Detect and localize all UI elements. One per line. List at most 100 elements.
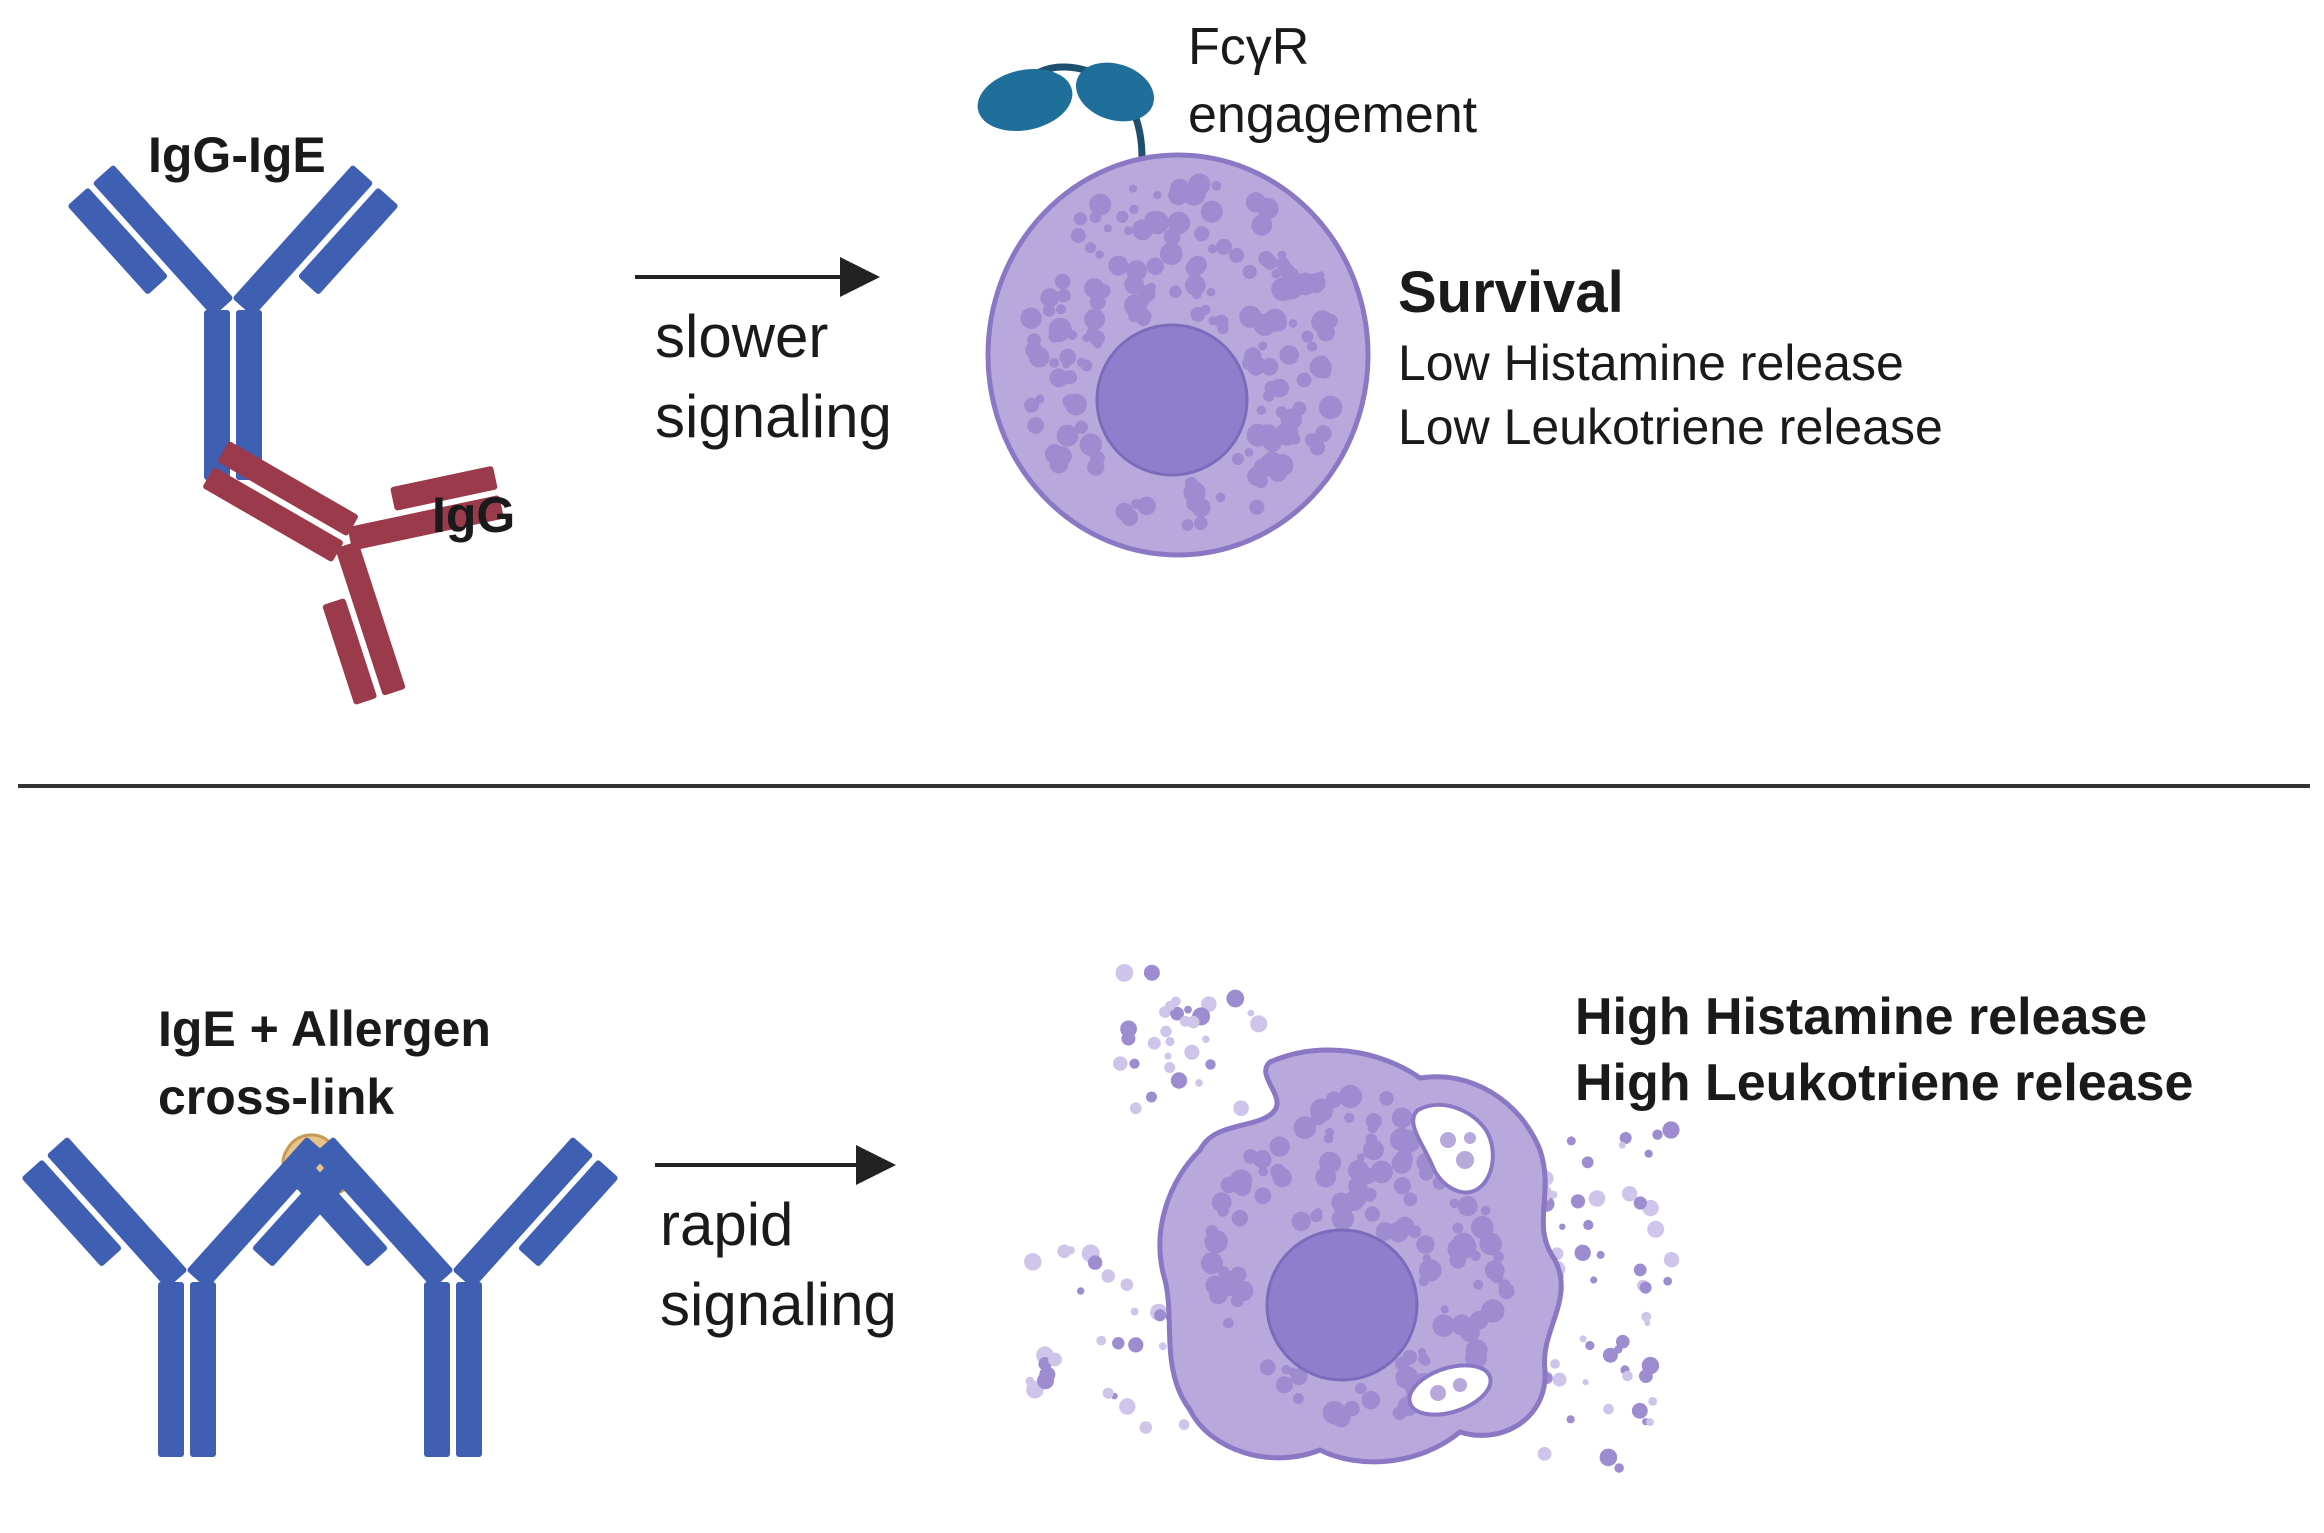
granule bbox=[1307, 341, 1318, 352]
released-granule bbox=[1128, 1337, 1144, 1353]
low-histamine-text: Low Histamine release bbox=[1398, 335, 1904, 391]
granule bbox=[1188, 173, 1211, 196]
granule bbox=[1095, 250, 1104, 259]
released-granule bbox=[1170, 1072, 1188, 1089]
granule bbox=[1207, 244, 1218, 254]
released-granule bbox=[1537, 1447, 1552, 1461]
granule bbox=[1042, 304, 1056, 317]
granule bbox=[1480, 1205, 1491, 1216]
granule bbox=[1132, 219, 1153, 241]
granule bbox=[1258, 1166, 1269, 1177]
granule bbox=[1403, 1192, 1418, 1207]
granule bbox=[1379, 1091, 1394, 1106]
released-granule bbox=[1647, 1220, 1665, 1238]
rapid-signaling-label: signaling bbox=[660, 1271, 897, 1338]
granule bbox=[1085, 242, 1097, 254]
granule bbox=[1218, 1266, 1230, 1278]
released-granule bbox=[1160, 1025, 1172, 1038]
granule bbox=[1231, 1209, 1249, 1227]
granule bbox=[1418, 1353, 1430, 1365]
released-granule bbox=[1250, 1015, 1268, 1033]
granule bbox=[1318, 395, 1343, 420]
released-granule bbox=[1646, 1418, 1654, 1427]
released-granule bbox=[1622, 1370, 1633, 1382]
released-granule bbox=[1037, 1372, 1054, 1390]
released-granule bbox=[1226, 989, 1245, 1008]
granule bbox=[1451, 1232, 1475, 1256]
vacuole bbox=[1411, 1102, 1495, 1195]
granule bbox=[1289, 434, 1301, 445]
granule bbox=[1124, 226, 1133, 235]
fcgr-label: FcγR bbox=[1188, 18, 1309, 76]
granule bbox=[1074, 420, 1088, 434]
released-granule bbox=[1066, 1246, 1075, 1255]
released-granule bbox=[1566, 1136, 1576, 1146]
high-histamine-text: High Histamine release bbox=[1575, 988, 2147, 1046]
granule bbox=[1206, 287, 1216, 297]
granule bbox=[1271, 269, 1281, 279]
granule bbox=[1027, 333, 1041, 348]
granule bbox=[1356, 1153, 1366, 1162]
released-granule bbox=[1559, 1223, 1566, 1230]
released-granule bbox=[1552, 1372, 1567, 1387]
granule bbox=[1268, 463, 1288, 482]
high-leukotriene-text: High Leukotriene release bbox=[1575, 1054, 2193, 1112]
released-granule bbox=[1570, 1194, 1586, 1209]
released-granule bbox=[1641, 1356, 1660, 1375]
granule bbox=[1259, 1359, 1276, 1376]
granule bbox=[1347, 1159, 1369, 1181]
granule bbox=[1391, 1107, 1413, 1129]
granule bbox=[1490, 1270, 1504, 1284]
granule bbox=[1057, 288, 1071, 303]
released-granule bbox=[1129, 1102, 1142, 1115]
granule bbox=[1054, 273, 1071, 290]
granule bbox=[1191, 289, 1202, 300]
granule bbox=[1126, 260, 1147, 281]
granule bbox=[1449, 1198, 1460, 1209]
released-granule bbox=[1616, 1334, 1630, 1349]
granule bbox=[1364, 1206, 1381, 1222]
granule bbox=[1049, 358, 1060, 368]
granule bbox=[1310, 1210, 1323, 1223]
granule bbox=[1040, 288, 1060, 308]
released-granule bbox=[1633, 1196, 1647, 1210]
granule bbox=[1311, 310, 1334, 334]
released-granule bbox=[1579, 1335, 1587, 1343]
released-granule bbox=[1631, 1402, 1648, 1419]
released-granule bbox=[1599, 1448, 1618, 1467]
granule bbox=[1316, 271, 1325, 280]
nucleus bbox=[1095, 323, 1249, 477]
granule bbox=[1020, 307, 1042, 329]
released-granule bbox=[1087, 1255, 1103, 1270]
granule bbox=[1164, 230, 1177, 243]
granule bbox=[1137, 496, 1156, 516]
released-granule bbox=[1154, 1309, 1167, 1322]
released-granule bbox=[1205, 1059, 1216, 1070]
granule bbox=[1025, 341, 1043, 359]
granule bbox=[1059, 348, 1077, 366]
released-granule bbox=[1158, 1342, 1167, 1351]
granule bbox=[1361, 1390, 1381, 1410]
released-granule bbox=[1582, 1379, 1589, 1386]
granule bbox=[1419, 1259, 1442, 1282]
granule bbox=[1314, 425, 1332, 443]
granule bbox=[1291, 1211, 1311, 1232]
granule bbox=[1290, 1368, 1308, 1386]
released-granule bbox=[1195, 1079, 1203, 1087]
ige-allergen-label: IgE + Allergen bbox=[158, 1001, 491, 1057]
granule bbox=[1296, 372, 1312, 388]
granule bbox=[1124, 294, 1147, 317]
released-granule bbox=[1614, 1345, 1623, 1354]
top-panel: IgG-IgE IgG slower signaling FcγR engage… bbox=[68, 18, 1943, 705]
released-granule bbox=[1120, 1278, 1134, 1291]
released-granule bbox=[1202, 1035, 1210, 1043]
granule bbox=[1367, 1123, 1378, 1134]
igg-ige-label: IgG-IgE bbox=[148, 127, 326, 183]
released-granule bbox=[1648, 1397, 1658, 1406]
granule bbox=[1049, 368, 1069, 388]
granule bbox=[1249, 499, 1265, 515]
released-granule bbox=[1129, 1058, 1140, 1069]
released-granule bbox=[1583, 1219, 1594, 1231]
granule bbox=[1229, 247, 1245, 263]
granule bbox=[1288, 319, 1298, 328]
